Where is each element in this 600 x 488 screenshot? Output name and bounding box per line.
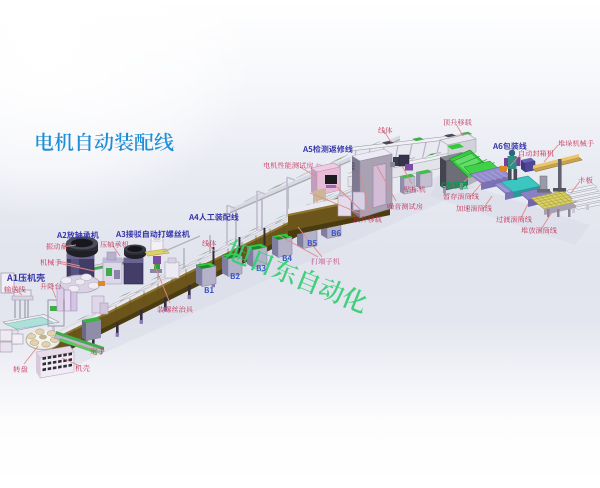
svg-text:SYNC: SYNC	[351, 162, 355, 172]
